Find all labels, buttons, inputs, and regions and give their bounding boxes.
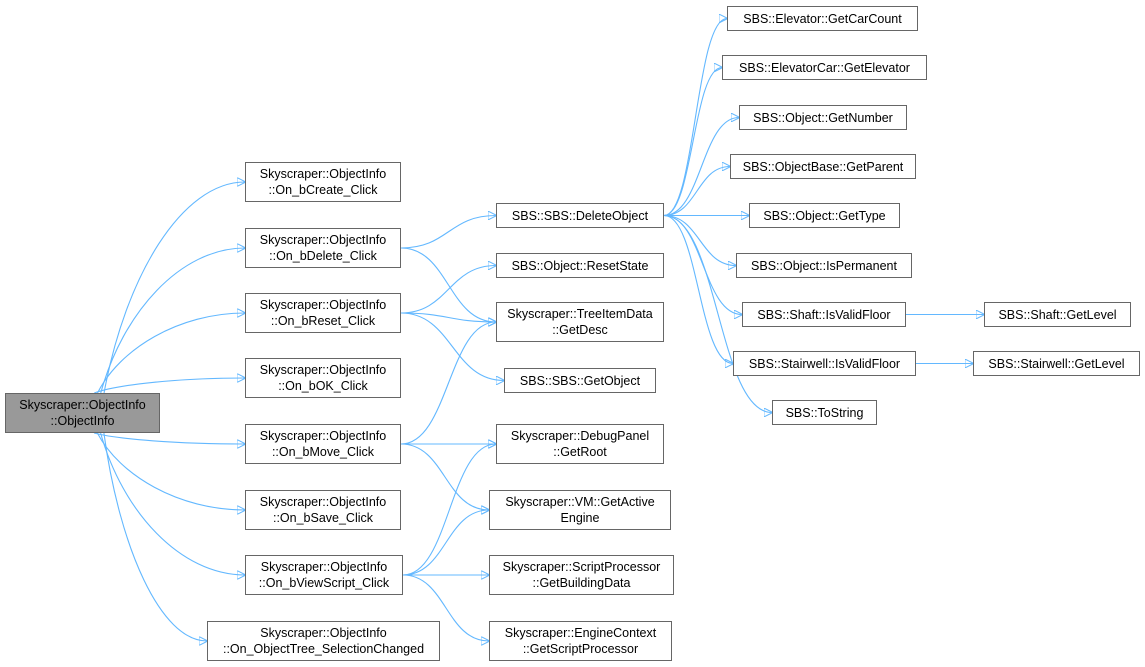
node-getactiveengine-line-2: Engine — [560, 511, 600, 525]
node-bsave-line-1: Skyscraper::ObjectInfo — [259, 495, 387, 509]
node-scriptprocessor-getbuildingdata[interactable]: Skyscraper::ScriptProcessor ::GetBuildin… — [489, 555, 674, 595]
node-getparent-label: SBS::ObjectBase::GetParent — [742, 159, 904, 174]
node-elevatorcar-getelevator[interactable]: SBS::ElevatorCar::GetElevator — [722, 55, 927, 80]
node-getactiveengine-line-1: Skyscraper::VM::GetActive — [505, 495, 655, 509]
edge-objectinfo-to-bmove — [93, 432, 245, 444]
node-bdelete-line-2: ::On_bDelete_Click — [269, 249, 377, 263]
node-shaft-getlevel[interactable]: SBS::Shaft::GetLevel — [984, 302, 1131, 327]
node-on-breset-click[interactable]: Skyscraper::ObjectInfo ::On_bReset_Click — [245, 293, 401, 333]
node-objectinfo-line-1: Skyscraper::ObjectInfo — [19, 398, 146, 412]
edge-breset-to-getdesc — [400, 312, 496, 322]
node-on-objecttree-selectionchanged[interactable]: Skyscraper::ObjectInfo ::On_ObjectTree_S… — [207, 621, 440, 661]
node-bviewscript-line-2: ::On_bViewScript_Click — [258, 576, 390, 590]
edge-deleteobject-to-getparent — [663, 167, 730, 217]
node-getscriptprocessor-line-2: ::GetScriptProcessor — [522, 642, 639, 656]
node-sbs-object-resetstate[interactable]: SBS::Object::ResetState — [496, 253, 664, 278]
node-object-ispermanent[interactable]: SBS::Object::IsPermanent — [736, 253, 912, 278]
node-sbs-getobject[interactable]: SBS::SBS::GetObject — [504, 368, 656, 393]
node-on-bviewscript-click[interactable]: Skyscraper::ObjectInfo ::On_bViewScript_… — [245, 555, 403, 595]
node-resetstate-label: SBS::Object::ResetState — [511, 258, 649, 273]
node-bmove-line-2: ::On_bMove_Click — [271, 445, 375, 459]
edge-objectinfo-to-breset — [97, 313, 246, 394]
node-treeitemdata-getdesc[interactable]: Skyscraper::TreeItemData ::GetDesc — [496, 302, 664, 342]
node-getdesc-line-2: ::GetDesc — [552, 323, 608, 337]
node-elevator-getcarcount[interactable]: SBS::Elevator::GetCarCount — [727, 6, 918, 31]
edge-deleteobject-to-tostring — [663, 214, 772, 413]
node-on-bdelete-click[interactable]: Skyscraper::ObjectInfo ::On_bDelete_Clic… — [245, 228, 401, 268]
node-getroot-line-1: Skyscraper::DebugPanel — [510, 429, 650, 443]
node-objectinfo-line-2: ::ObjectInfo — [50, 414, 115, 428]
node-objectbase-getparent[interactable]: SBS::ObjectBase::GetParent — [730, 154, 916, 179]
node-getobject-label: SBS::SBS::GetObject — [519, 373, 641, 388]
node-gettype-label: SBS::Object::GetType — [763, 208, 886, 223]
node-shaftgetlevel-label: SBS::Shaft::GetLevel — [998, 307, 1117, 322]
node-objectinfo-constructor: Skyscraper::ObjectInfo ::ObjectInfo — [5, 393, 160, 433]
edge-bdelete-to-deleteobject — [400, 216, 496, 249]
node-bviewscript-line-1: Skyscraper::ObjectInfo — [260, 560, 388, 574]
node-objecttree-line-2: ::On_ObjectTree_SelectionChanged — [222, 642, 425, 656]
node-stairwell-isvalidfloor[interactable]: SBS::Stairwell::IsValidFloor — [733, 351, 916, 376]
edge-objectinfo-to-bsave — [96, 432, 245, 510]
node-bok-line-2: ::On_bOK_Click — [278, 379, 368, 393]
node-shaftisvalidfloor-label: SBS::Shaft::IsValidFloor — [757, 307, 891, 322]
edge-bviewscript-to-getroot — [402, 444, 496, 576]
node-objecttree-line-1: Skyscraper::ObjectInfo — [260, 626, 387, 640]
node-on-bsave-click[interactable]: Skyscraper::ObjectInfo ::On_bSave_Click — [245, 490, 401, 530]
edge-deleteobject-to-stairwellisvalidfloor — [663, 214, 733, 364]
node-breset-line-1: Skyscraper::ObjectInfo — [259, 298, 387, 312]
node-stairwell-getlevel[interactable]: SBS::Stairwell::GetLevel — [973, 351, 1140, 376]
node-stairwellgetlevel-label: SBS::Stairwell::GetLevel — [988, 356, 1125, 371]
node-on-bmove-click[interactable]: Skyscraper::ObjectInfo ::On_bMove_Click — [245, 424, 401, 464]
node-getelevator-label: SBS::ElevatorCar::GetElevator — [739, 60, 910, 75]
node-getroot-line-2: ::GetRoot — [553, 445, 607, 459]
node-object-gettype[interactable]: SBS::Object::GetType — [749, 203, 900, 228]
edge-objectinfo-to-bok — [94, 378, 245, 394]
node-getbuildingdata-line-2: ::GetBuildingData — [532, 576, 631, 590]
node-shaft-isvalidfloor[interactable]: SBS::Shaft::IsValidFloor — [742, 302, 906, 327]
node-stairwellisvalidfloor-label: SBS::Stairwell::IsValidFloor — [748, 356, 901, 371]
node-getcarcount-label: SBS::Elevator::GetCarCount — [743, 11, 902, 26]
node-breset-line-2: ::On_bReset_Click — [270, 314, 376, 328]
node-sbs-tostring[interactable]: SBS::ToString — [772, 400, 877, 425]
node-enginecontext-getscriptprocessor[interactable]: Skyscraper::EngineContext ::GetScriptPro… — [489, 621, 672, 661]
node-getscriptprocessor-line-1: Skyscraper::EngineContext — [504, 626, 657, 640]
node-deleteobject-label: SBS::SBS::DeleteObject — [511, 208, 649, 223]
node-bdelete-line-1: Skyscraper::ObjectInfo — [259, 233, 387, 247]
edge-deleteobject-to-ispermanent — [663, 214, 736, 266]
node-debugpanel-getroot[interactable]: Skyscraper::DebugPanel ::GetRoot — [496, 424, 664, 464]
edge-bmove-to-getactiveengine — [400, 443, 489, 510]
node-getnumber-label: SBS::Object::GetNumber — [753, 110, 893, 125]
edge-deleteobject-to-getcarcount — [663, 19, 727, 217]
edge-bviewscript-to-getactiveengine — [402, 510, 489, 576]
edge-breset-to-getobject — [400, 312, 504, 381]
node-getdesc-line-1: Skyscraper::TreeItemData — [507, 307, 653, 321]
node-on-bok-click[interactable]: Skyscraper::ObjectInfo ::On_bOK_Click — [245, 358, 401, 398]
edge-breset-to-resetstate — [400, 266, 496, 314]
node-bmove-line-1: Skyscraper::ObjectInfo — [259, 429, 387, 443]
node-vm-getactiveengine[interactable]: Skyscraper::VM::GetActive Engine — [489, 490, 671, 530]
edge-bviewscript-to-getscriptprocessor — [402, 574, 489, 641]
node-bok-line-1: Skyscraper::ObjectInfo — [259, 363, 387, 377]
edge-deleteobject-to-getnumber — [663, 118, 739, 217]
node-tostring-label: SBS::ToString — [785, 405, 864, 420]
node-ispermanent-label: SBS::Object::IsPermanent — [751, 258, 897, 273]
node-sbs-deleteobject[interactable]: SBS::SBS::DeleteObject — [496, 203, 664, 228]
node-bcreate-line-1: Skyscraper::ObjectInfo — [259, 167, 387, 181]
edge-objectinfo-to-objecttree — [103, 432, 207, 641]
node-object-getnumber[interactable]: SBS::Object::GetNumber — [739, 105, 907, 130]
edge-objectinfo-to-bdelete — [100, 248, 245, 394]
node-on-bcreate-click[interactable]: Skyscraper::ObjectInfo ::On_bCreate_Clic… — [245, 162, 401, 202]
node-bcreate-line-2: ::On_bCreate_Click — [268, 183, 378, 197]
edge-deleteobject-to-getelevator — [663, 68, 722, 217]
node-getbuildingdata-line-1: Skyscraper::ScriptProcessor — [502, 560, 661, 574]
edge-objectinfo-to-bcreate — [103, 182, 245, 394]
edge-bmove-to-getdesc — [400, 322, 496, 445]
edge-objectinfo-to-bviewscript — [100, 432, 245, 575]
node-bsave-line-2: ::On_bSave_Click — [272, 511, 374, 525]
edge-bdelete-to-getdesc — [400, 247, 496, 322]
